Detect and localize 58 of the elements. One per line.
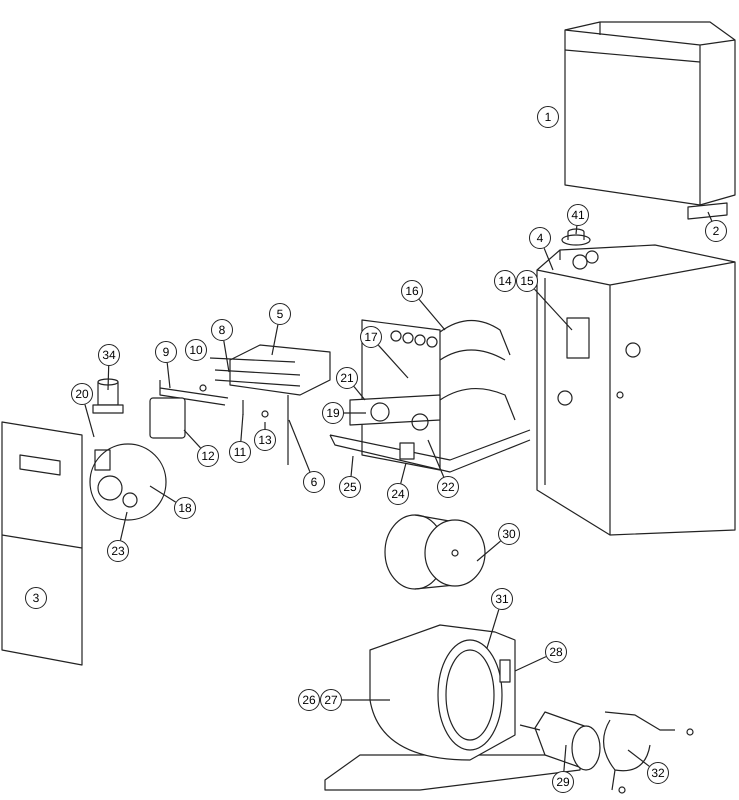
- callout-number: 20: [71, 383, 93, 405]
- callout-number: 34: [98, 344, 120, 366]
- callout-number: 18: [174, 497, 196, 519]
- callout-number: 4: [529, 227, 551, 249]
- leader-line: [400, 462, 407, 484]
- callout-number: 13: [254, 429, 276, 451]
- callout-number: 19: [322, 402, 344, 424]
- leader-line: [107, 366, 110, 390]
- callout-number: 1: [537, 106, 559, 128]
- callout-number: 21: [336, 367, 358, 389]
- leader-line: [575, 226, 578, 234]
- callout-number: 27: [320, 689, 342, 711]
- callout-number: 41: [567, 204, 589, 226]
- leader-line: [184, 430, 201, 448]
- leader-line: [344, 412, 366, 414]
- callout-number: 31: [491, 588, 513, 610]
- leader-line: [166, 362, 171, 388]
- leader-line: [223, 340, 230, 372]
- callout-number: 24: [387, 483, 409, 505]
- leader-line: [354, 386, 366, 400]
- leader-line: [418, 299, 446, 330]
- leader-line: [514, 656, 546, 672]
- callout-number: 25: [339, 476, 361, 498]
- leader-line: [476, 540, 501, 562]
- leader-line: [120, 512, 128, 540]
- callout-number: 6: [303, 471, 325, 493]
- leader-line: [544, 248, 554, 270]
- callout-number: 22: [437, 476, 459, 498]
- leader-line: [150, 486, 176, 503]
- callout-number: 8: [211, 319, 233, 341]
- leader-line: [342, 699, 390, 701]
- leader-line: [271, 324, 278, 356]
- callout-number: 5: [269, 303, 291, 325]
- leader-line: [534, 288, 572, 330]
- leader-line: [427, 440, 444, 478]
- leader-line: [486, 609, 500, 648]
- leader-line: [240, 414, 244, 442]
- callout-number: 26: [298, 689, 320, 711]
- callout-number: 28: [545, 641, 567, 663]
- leader-line: [707, 212, 712, 222]
- leader-line: [84, 404, 95, 438]
- callout-number: 2: [705, 220, 727, 242]
- callout-number: 11: [229, 441, 251, 463]
- leader-line: [288, 420, 310, 472]
- leader-line: [628, 750, 650, 767]
- callout-number: 30: [498, 523, 520, 545]
- leader-line: [563, 744, 567, 772]
- callout-number: 14: [494, 270, 516, 292]
- leader-line: [378, 344, 408, 378]
- callout-number: 29: [552, 771, 574, 793]
- callout-number: 12: [197, 445, 219, 467]
- callout-number: 15: [516, 270, 538, 292]
- callout-number: 23: [107, 540, 129, 562]
- callout-number: 9: [155, 341, 177, 363]
- callout-number: 16: [401, 280, 423, 302]
- callout-number: 32: [647, 762, 669, 784]
- callout-number: 10: [185, 339, 207, 361]
- leader-line: [350, 456, 354, 476]
